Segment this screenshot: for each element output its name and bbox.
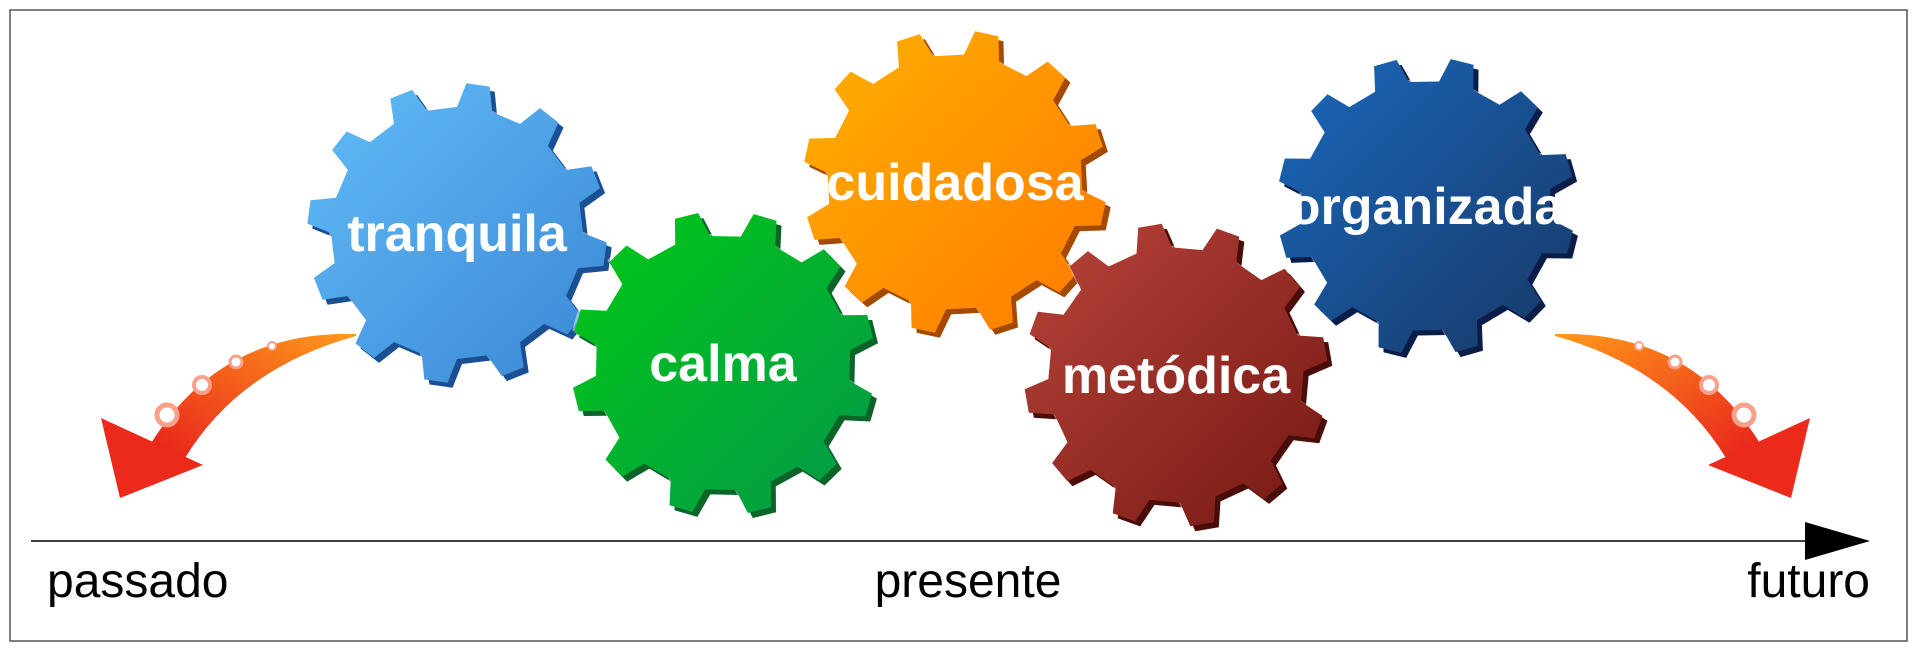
label-present: presente <box>875 555 1062 608</box>
gear-body <box>804 31 1106 333</box>
gear-label: metódica <box>1062 347 1291 405</box>
gear-4: metódica <box>1022 221 1333 532</box>
label-future: futuro <box>1747 555 1870 608</box>
gear-5: organizada <box>1277 57 1578 358</box>
curved-arrow-future-icon <box>1555 333 1810 498</box>
gear-2: calma <box>571 211 878 518</box>
timeline-arrowhead-icon <box>1805 522 1870 560</box>
gear-body <box>307 83 607 383</box>
gear-label: calma <box>649 335 798 393</box>
gear-body <box>1279 59 1573 353</box>
gear-label: cuidadosa <box>826 154 1084 212</box>
label-past: passado <box>47 555 228 608</box>
gear-1: tranquila <box>305 81 612 388</box>
gear-3: cuidadosa <box>802 29 1111 338</box>
curved-arrow-past-icon <box>101 333 356 498</box>
gear-body <box>1024 223 1328 527</box>
gear-label: organizada <box>1289 178 1565 236</box>
gear-label: tranquila <box>347 205 568 263</box>
gear-body <box>573 213 873 513</box>
